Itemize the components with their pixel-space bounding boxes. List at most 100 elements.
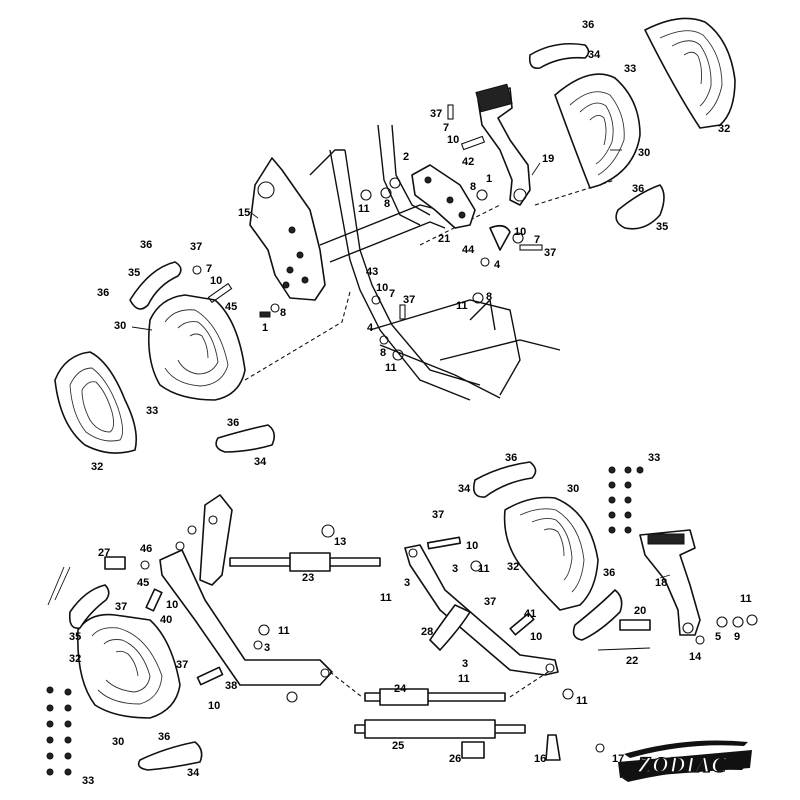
label: 8 [486,291,492,303]
label: 8 [384,198,390,210]
label: 26 [449,753,461,765]
label: 33 [146,405,158,417]
label: 36 [632,183,644,195]
label: 7 [389,288,395,300]
label: 36 [505,452,517,464]
motorcycle-frame [309,124,561,401]
footboard-30-top-right [554,73,641,189]
label: 19 [542,153,554,165]
label: 7 [206,263,212,275]
label: 32 [507,561,519,573]
label: 27 [98,547,110,559]
label: 32 [69,653,81,665]
label: 42 [462,156,474,168]
label: 18 [655,577,667,589]
footboard-30-top-left [147,294,246,401]
label: 8 [280,307,286,319]
logo-text: ZODIAC [637,752,727,777]
label: 14 [689,651,702,663]
label: 41 [524,608,536,620]
label: 45 [225,301,237,313]
label: 36 [582,19,594,31]
label: 37 [176,659,188,671]
label: 37 [190,241,202,253]
label: 35 [128,267,140,279]
callout-labels-top: 36 34 33 32 37 7 10 42 2 1 8 19 30 36 35… [91,19,730,473]
bushing-26 [461,741,485,759]
label: 37 [544,247,556,259]
bracket-plate-21 [411,164,476,229]
label: 35 [69,631,81,643]
label: 34 [254,456,267,468]
label: 11 [385,362,397,374]
label: 21 [438,233,450,245]
label: 1 [486,173,492,185]
screw-column-right [608,466,644,534]
footboard-30-bottom-right [503,496,599,611]
label: 5 [715,631,721,643]
assembly-lines [244,179,616,381]
label: 37 [432,509,444,521]
label: 13 [334,536,346,548]
label: 7 [443,122,449,134]
label: 43 [366,266,378,278]
label: 11 [576,695,588,707]
label: 11 [740,593,752,605]
label: 32 [718,123,730,135]
label: 3 [404,577,410,589]
label: 23 [302,572,314,584]
shift-linkage-left [159,494,333,686]
heel-pads-top [129,42,665,453]
label: 37 [115,601,127,613]
label: 10 [466,540,478,552]
label: 10 [208,700,220,712]
label: 16 [534,753,546,765]
label: 8 [470,181,476,193]
label: 10 [166,599,178,611]
label: 40 [160,614,172,626]
label: 33 [82,775,94,787]
label: 36 [227,417,239,429]
label: 36 [97,287,109,299]
label: 11 [456,300,468,312]
rod-24 [364,692,506,702]
footboard-30-bottom-left [77,613,181,719]
label: 7 [534,234,540,246]
label: 36 [158,731,170,743]
label: 44 [462,244,475,256]
brake-pedal-18 [639,529,701,636]
screw-column-left [46,686,72,776]
brake-linkage-right [404,544,559,676]
pin-20 [619,619,651,631]
hardware-top [192,104,543,361]
label: 32 [91,461,103,473]
label: 3 [452,563,458,575]
logo-swoosh [618,740,752,782]
label: 37 [484,596,496,608]
label: 34 [187,767,200,779]
label: 30 [114,320,126,332]
label: 2 [403,151,409,163]
label: 24 [394,683,407,695]
label: 33 [624,63,636,75]
label: 25 [392,740,404,752]
label: 37 [430,108,442,120]
label: 36 [603,567,615,579]
label: 10 [530,631,542,643]
label: 22 [626,655,638,667]
label: 45 [137,577,149,589]
bracket-plate-15 [249,157,326,301]
label: 35 [656,221,668,233]
callout-labels-bottom: 36 33 34 30 37 13 10 3 11 27 46 23 32 36… [69,452,752,787]
label: 1 [262,322,268,334]
label: 34 [458,483,471,495]
label: 11 [478,563,490,575]
zodiac-logo: ZODIAC [618,740,752,782]
hardware-bottom [104,524,758,761]
label: 10 [376,282,388,294]
label: 30 [567,483,579,495]
label: 38 [225,680,237,692]
label: 10 [210,275,222,287]
label: 3 [462,658,468,670]
